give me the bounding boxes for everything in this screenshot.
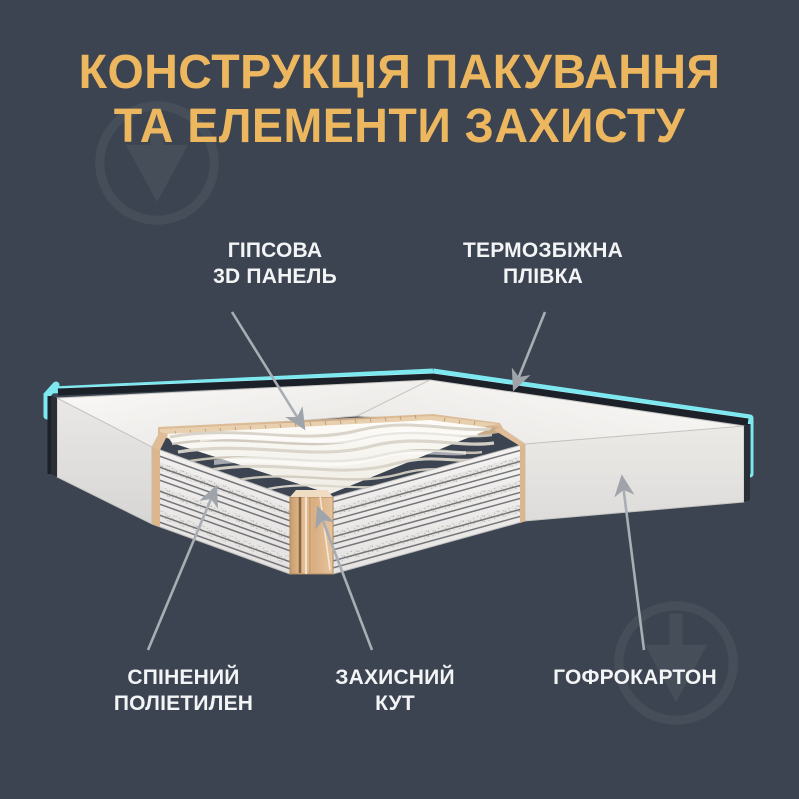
label-foam-polyethylene: СПІНЕНИЙ ПОЛІЕТИЛЕН (76, 665, 291, 717)
title-line-1: КОНСТРУКЦІЯ ПАКУВАННЯ (78, 46, 721, 99)
label-shrink-film: ТЕРМОЗБІЖНА ПЛІВКА (438, 238, 648, 290)
label-gypsum-panel: ГІПСОВА 3D ПАНЕЛЬ (175, 238, 375, 290)
label-cardboard-line-1: ГОФРОКАРТОН (553, 666, 717, 689)
cardboard-front-right-face (520, 424, 750, 523)
label-corner-line-2: КУТ (375, 692, 415, 715)
foam-layer-stack-left (151, 446, 291, 575)
leader-film (511, 311, 547, 392)
foam-layer-stack-right (332, 443, 526, 575)
leader-corner (315, 505, 374, 651)
leader-gypsum (230, 311, 306, 431)
label-corner-line-1: ЗАХИСНИЙ (335, 666, 455, 689)
leader-foam (146, 484, 218, 651)
leader-cardboard (614, 474, 646, 651)
page-title: КОНСТРУКЦІЯ ПАКУВАННЯ ТА ЕЛЕМЕНТИ ЗАХИСТ… (12, 46, 787, 154)
label-gypsum-line-2: 3D ПАНЕЛЬ (213, 265, 337, 288)
label-film-line-2: ПЛІВКА (502, 265, 583, 288)
label-corrugated-cardboard: ГОФРОКАРТОН (520, 665, 750, 691)
label-film-line-1: ТЕРМОЗБІЖНА (463, 239, 623, 262)
label-gypsum-line-1: ГІПСОВА (227, 239, 323, 262)
label-foam-line-2: ПОЛІЕТИЛЕН (113, 692, 254, 715)
gypsum-3d-panel (158, 414, 505, 494)
label-foam-line-1: СПІНЕНИЙ (127, 666, 240, 689)
label-corner-protector: ЗАХИСНИЙ КУТ (300, 665, 490, 717)
leader-lines (146, 311, 646, 651)
title-line-2: ТА ЕЛЕМЕНТИ ЗАХИСТУ (113, 100, 686, 153)
